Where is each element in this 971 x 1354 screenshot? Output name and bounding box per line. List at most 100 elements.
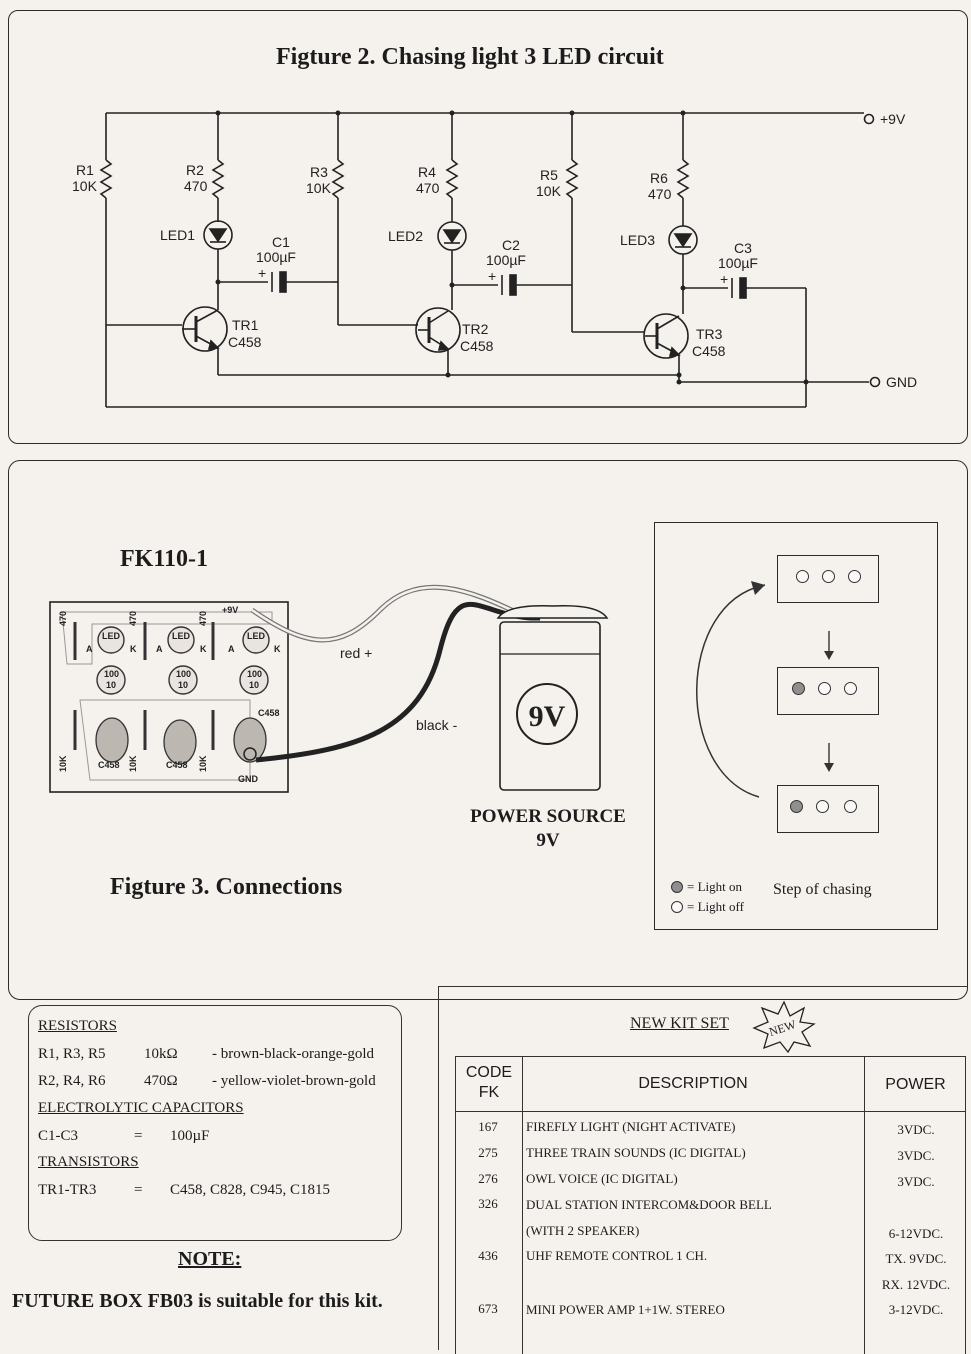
r5-name: R5 — [540, 167, 558, 183]
row-desc: THREE TRAIN SOUNDS (IC DIGITAL) — [526, 1145, 746, 1160]
pcb-cap2-bot: 10 — [178, 680, 188, 690]
row-desc: (WITH 2 SPEAKER) — [526, 1223, 640, 1238]
transistor-value: C458, C828, C945, C1815 — [170, 1182, 331, 1198]
connections-panel — [8, 460, 968, 1000]
row-desc: FIREFLY LIGHT (NIGHT ACTIVATE) — [526, 1119, 736, 1134]
power-title: POWER SOURCE — [470, 806, 626, 827]
connection-drawing: LED LED LED A K A K A K 100 10 100 10 10… — [49, 584, 609, 793]
schematic: +9V GND R1 10K R2 470 R3 10K R4 470 R5 1… — [72, 110, 917, 408]
chase-step-1 — [777, 555, 879, 603]
r3-value: 10K — [306, 180, 332, 196]
gnd-terminal — [869, 376, 881, 388]
power-value: 9V — [536, 830, 560, 851]
row-code: 275 — [478, 1145, 498, 1160]
col-divider — [522, 1057, 523, 1354]
tr2-type: C458 — [460, 338, 494, 354]
note-heading: NOTE: — [178, 1248, 242, 1270]
led1-label: LED1 — [160, 227, 195, 243]
chase-title: Step of chasing — [773, 881, 872, 898]
tr2-name: TR2 — [462, 321, 489, 337]
pcb-tr1: C458 — [98, 760, 120, 770]
pcb-a1: A — [86, 644, 93, 654]
r5-value: 10K — [536, 183, 562, 199]
legend-on-dot — [671, 881, 683, 893]
chase-arrows — [696, 581, 834, 798]
transistor-eq: = — [134, 1182, 143, 1198]
new-badge-icon: NEW — [752, 1000, 816, 1054]
pcb-k3: K — [274, 644, 281, 654]
row-power: TX. 9VDC. — [885, 1251, 947, 1266]
pcb-tr2: C458 — [166, 760, 188, 770]
led-off-dot — [844, 800, 857, 813]
capacitor-value: 100µF — [170, 1128, 210, 1144]
capacitors-heading: ELECTROLYTIC CAPACITORS — [38, 1100, 244, 1116]
red-wire-label: red + — [340, 645, 372, 661]
kit-table: CODE FK DESCRIPTION POWER 167 FIREFLY LI… — [455, 1056, 966, 1354]
chasing-steps-box: = Light on = Light off Step of chasing — [654, 522, 938, 930]
pos-terminal — [863, 113, 875, 125]
row-desc: MINI POWER AMP 1+1W. STEREO — [526, 1302, 725, 1317]
chase-step-3 — [777, 785, 879, 833]
row-desc: UHF REMOTE CONTROL 1 CH. — [526, 1248, 708, 1263]
pcb-gnd: GND — [238, 774, 259, 784]
transistors-heading: TRANSISTORS — [38, 1154, 139, 1170]
resistor-ref: R1, R3, R5 — [38, 1046, 106, 1062]
capacitor-ref: C1-C3 — [38, 1128, 79, 1144]
led-off-dot — [816, 800, 829, 813]
resistors-heading: RESISTORS — [38, 1018, 117, 1034]
pcb-cap2-top: 100 — [176, 669, 191, 679]
pcb-board: LED LED LED A K A K A K 100 10 100 10 10… — [49, 601, 289, 793]
kit-set-title: NEW KIT SET — [630, 1015, 729, 1032]
pcb-k1: K — [130, 644, 137, 654]
battery: 9V — [496, 605, 609, 791]
pcb-cap3-bot: 10 — [249, 680, 259, 690]
pcb-led3: LED — [247, 631, 266, 641]
row-power: 3VDC. — [897, 1122, 935, 1137]
row-power: 6-12VDC. — [888, 1226, 944, 1241]
power-source: POWER SOURCE 9V — [458, 805, 638, 853]
pcb-cap1-bot: 10 — [106, 680, 116, 690]
resistor-ref: R2, R4, R6 — [38, 1073, 106, 1089]
r6-name: R6 — [650, 170, 668, 186]
power-header: POWER — [885, 1076, 946, 1093]
code-header-1: CODE — [465, 1064, 513, 1081]
pcb-led1: LED — [102, 631, 121, 641]
row-code: 436 — [478, 1248, 498, 1263]
c2-value: 100µF — [486, 252, 526, 268]
led-off-dot — [796, 570, 809, 583]
row-code: 276 — [478, 1171, 498, 1186]
led-on-dot — [790, 800, 803, 813]
code-header-2: FK — [478, 1084, 500, 1101]
led-off-dot — [848, 570, 861, 583]
row-code: 326 — [478, 1196, 498, 1211]
legend-off-dot — [671, 901, 683, 913]
gnd-label: GND — [886, 374, 917, 390]
figure3-title: Figture 3. Connections — [110, 874, 343, 900]
pcb-r470-2: 470 — [128, 611, 138, 626]
c1-name: C1 — [272, 234, 290, 250]
led-on-dot — [792, 682, 805, 695]
row-desc: OWL VOICE (IC DIGITAL) — [526, 1171, 678, 1186]
pcb-cap1-top: 100 — [104, 669, 119, 679]
code-header: CODE FK — [456, 1063, 522, 1103]
pcb-a3: A — [228, 644, 235, 654]
pos-label: +9V — [880, 111, 906, 127]
resistor-value: 470Ω — [144, 1073, 178, 1089]
kit-set-frame — [438, 986, 968, 1350]
r4-name: R4 — [418, 164, 436, 180]
pcb-r10k-3: 10K — [198, 755, 208, 772]
pcb-r470-3: 470 — [198, 611, 208, 626]
led-off-dot — [818, 682, 831, 695]
resistor-colors: - yellow-violet-brown-gold — [212, 1073, 376, 1089]
tr1-name: TR1 — [232, 317, 259, 333]
pcb-r470-1: 470 — [58, 611, 68, 626]
pcb-cap3-top: 100 — [247, 669, 262, 679]
row-power: RX. 12VDC. — [881, 1277, 951, 1292]
r3-name: R3 — [310, 164, 328, 180]
chase-step-2 — [777, 667, 879, 715]
header-divider — [456, 1111, 965, 1112]
row-code: 167 — [478, 1119, 498, 1134]
c3-plus: + — [720, 271, 728, 287]
row-power: 3-12VDC. — [888, 1302, 944, 1317]
led3-label: LED3 — [620, 232, 655, 248]
